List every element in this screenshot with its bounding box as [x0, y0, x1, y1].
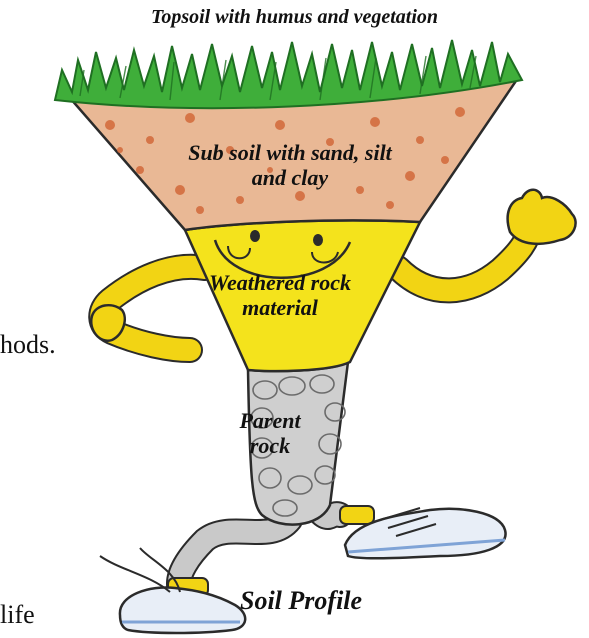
- right-hand: [508, 190, 576, 244]
- subsoil-label-line1: Sub soil with sand, silt: [120, 140, 460, 165]
- left-shoe: [120, 587, 245, 633]
- subsoil-label-line2: and clay: [120, 165, 460, 190]
- parent-rock-label: Parent rock: [210, 408, 330, 459]
- diagram-title: Soil Profile: [240, 586, 420, 616]
- left-hand: [91, 305, 125, 340]
- right-sock: [340, 506, 374, 524]
- weathered-rock-label: Weathered rock material: [170, 270, 390, 321]
- weathered-rock-label-line1: Weathered rock: [170, 270, 390, 295]
- topsoil-label: Topsoil with humus and vegetation: [0, 6, 589, 29]
- parent-rock-label-line2: rock: [210, 433, 330, 458]
- body-text-fragment-1: hods.: [0, 330, 56, 360]
- body-text-fragment-2: life: [0, 600, 35, 630]
- parent-rock-label-line1: Parent: [210, 408, 330, 433]
- subsoil-label: Sub soil with sand, silt and clay: [120, 140, 460, 191]
- weathered-rock-label-line2: material: [170, 295, 390, 320]
